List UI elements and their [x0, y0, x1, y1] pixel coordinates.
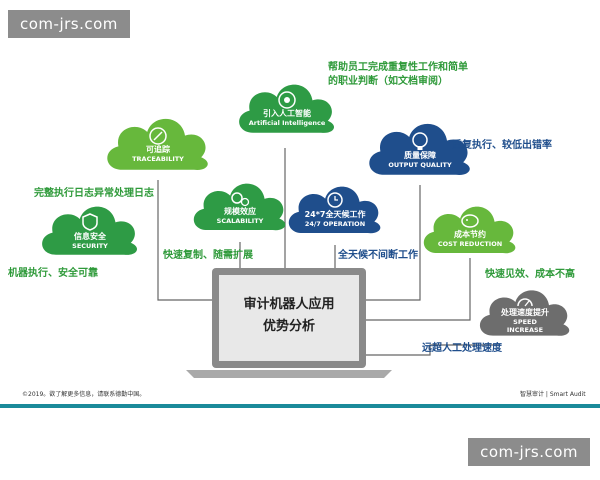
- cloud-ai-cn: 引入人工智能: [263, 108, 311, 118]
- brain-icon: [278, 91, 296, 109]
- footer-bar: [0, 404, 600, 408]
- cloud-security-en: SECURITY: [72, 242, 108, 250]
- cloud-247: 24*7全天候工作 24/7 OPERATION: [288, 186, 381, 234]
- cloud-security-cn: 信息安全: [74, 231, 107, 241]
- connector-lines: [157, 148, 500, 356]
- cloud-scalability-en: SCALABILITY: [217, 217, 264, 225]
- watermark-top: com-jrs.com: [8, 10, 130, 38]
- cloud-scalability: 规模效应 SCALABILITY: [193, 183, 286, 231]
- cloud-cost: 成本节约 COST REDUCTION: [423, 206, 516, 254]
- laptop: [186, 268, 392, 378]
- watermark-bottom: com-jrs.com: [468, 438, 590, 466]
- desc-security: 机器执行、安全可靠: [8, 266, 98, 279]
- cloud-speed-cn: 处理速度提升: [500, 307, 549, 317]
- cloud-247-en: 24/7 OPERATION: [305, 220, 365, 228]
- cloud-output-quality: 质量保障 OUTPUT QUALITY: [369, 123, 470, 176]
- cloud-speed: 处理速度提升 SPEED INCREASE: [479, 290, 570, 336]
- desc-output-quality: 重复执行、较低出错率: [452, 138, 552, 151]
- center-title-line1: 审计机器人应用: [243, 296, 334, 312]
- cloud-cost-cn: 成本节约: [454, 229, 486, 239]
- cloud-traceability: 可追踪 TRACEABILITY: [107, 118, 208, 171]
- speedometer-icon: [517, 298, 533, 307]
- clock-icon: [327, 192, 343, 208]
- piggy-bank-icon: [461, 214, 479, 228]
- center-title-line2: 优势分析: [263, 318, 315, 334]
- cloud-speed-en-2: INCREASE: [507, 326, 543, 334]
- cloud-traceability-en: TRACEABILITY: [132, 155, 184, 163]
- cloud-traceability-cn: 可追踪: [146, 144, 170, 154]
- cloud-output-cn: 质量保障: [404, 150, 436, 160]
- connector-speed: [365, 344, 500, 356]
- laptop-base: [186, 370, 392, 378]
- gears-icon: [231, 192, 250, 207]
- link-icon: [149, 127, 167, 145]
- cloud-ai-en: Artificial Intelligence: [249, 119, 326, 127]
- cloud-speed-en-1: SPEED: [513, 318, 537, 326]
- cloud-scalability-cn: 规模效应: [224, 206, 256, 216]
- cloud-security: 信息安全 SECURITY: [42, 206, 138, 255]
- cloud-output-en: OUTPUT QUALITY: [388, 161, 452, 169]
- desc-247: 全天候不间断工作: [337, 248, 418, 261]
- connector-cost: [365, 258, 471, 321]
- connector-traceability: [157, 180, 212, 301]
- footer-right: 智慧审计 | Smart Audit: [520, 390, 586, 398]
- cloud-cost-en: COST REDUCTION: [438, 240, 502, 248]
- desc-cost: 快速见效、成本不高: [484, 267, 575, 280]
- desc-speed: 远超人工处理速度: [422, 341, 503, 354]
- desc-ai-line1: 帮助员工完成重复性工作和简单: [328, 60, 468, 73]
- footer-left: ©2019。欲了解更多信息，请联系德勤中国。: [22, 390, 145, 398]
- laptop-screen: [219, 275, 359, 361]
- desc-ai-line2: 的职业判断（如文档审阅）: [328, 74, 448, 87]
- desc-traceability: 完整执行日志异常处理日志: [34, 186, 154, 199]
- connector-output-quality: [365, 185, 421, 301]
- cloud-247-cn: 24*7全天候工作: [305, 209, 366, 219]
- cloud-ai: 引入人工智能 Artificial Intelligence: [239, 84, 335, 133]
- lightbulb-icon: [412, 132, 428, 150]
- shield-icon: [82, 213, 98, 231]
- desc-scalability: 快速复制、随需扩展: [162, 248, 253, 261]
